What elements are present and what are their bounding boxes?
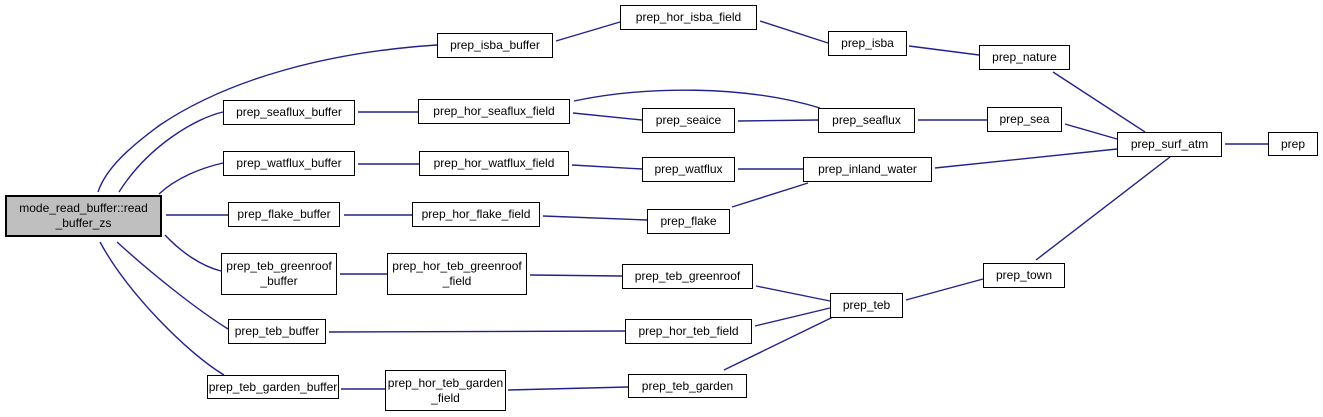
graph-node-prep_town[interactable]: prep_town (983, 263, 1065, 288)
graph-node-label: prep_teb_greenroof (226, 259, 332, 273)
graph-node-label: prep_teb_greenroof (634, 269, 741, 283)
graph-node-label: prep_hor_seaflux_field (433, 104, 555, 118)
graph-node-label: prep_teb_buffer (234, 324, 320, 338)
graph-node-label: prep_isba (841, 36, 894, 50)
graph-node-prep_hor_flake_field[interactable]: prep_hor_flake_field (412, 202, 540, 227)
edge-prep_hor_teb_field-to-prep_teb_buffer (328, 330, 626, 333)
graph-node-prep_watflux_buffer[interactable]: prep_watflux_buffer (223, 151, 355, 176)
graph-node-label: _buffer (260, 274, 298, 288)
graph-node-label: prep_hor_teb_greenroof (392, 259, 522, 273)
graph-node-prep_seaflux[interactable]: prep_seaflux (818, 108, 915, 133)
graph-node-prep_teb_buffer[interactable]: prep_teb_buffer (228, 319, 326, 344)
graph-node-prep_flake_buffer[interactable]: prep_flake_buffer (228, 202, 340, 227)
graph-node-prep_hor_teb_greenroof_field[interactable]: prep_hor_teb_greenroof_field (387, 253, 527, 295)
graph-node-label: prep_inland_water (818, 162, 917, 176)
graph-node-label: prep (1280, 136, 1306, 151)
graph-node-prep_isba[interactable]: prep_isba (828, 31, 907, 56)
graph-node-label: prep_hor_teb_field (638, 324, 739, 338)
graph-node-label: _field (431, 390, 460, 405)
edge-prep_flake-to-prep_hor_flake_field (542, 215, 648, 221)
graph-node-label: prep_flake (660, 214, 717, 228)
graph-node-label: prep_hor_isba_field (635, 10, 742, 24)
graph-node-label: prep_hor_watflux_field (433, 156, 555, 170)
graph-node-prep_seaflux_buffer[interactable]: prep_seaflux_buffer (223, 100, 355, 125)
edge-prep_teb-to-prep_hor_teb_field (754, 307, 831, 327)
graph-node-prep_sea[interactable]: prep_sea (987, 107, 1062, 132)
graph-node-prep_hor_teb_garden_field[interactable]: prep_hor_teb_garden_field (385, 370, 506, 411)
edge-prep_inland_water-to-prep_flake (731, 182, 809, 208)
edge-prep_isba-to-prep_hor_isba_field (759, 20, 829, 44)
graph-node-prep_hor_watflux_field[interactable]: prep_hor_watflux_field (419, 151, 569, 176)
edge-prep_teb_greenroof_buffer-to-read_buffer_zs (164, 234, 222, 272)
edge-prep_teb_garden_buffer-to-read_buffer_zs (99, 241, 225, 376)
edge-group (97, 20, 1268, 391)
graph-node-prep[interactable]: prep (1268, 132, 1318, 156)
graph-node-label: prep_isba_buffer (450, 38, 540, 52)
graph-node-label: prep_watflux (654, 162, 723, 176)
graph-node-prep_teb[interactable]: prep_teb (830, 293, 903, 318)
edge-prep_seaice-to-prep_hor_seaflux_field (572, 112, 643, 121)
graph-node-label: prep_hor_teb_garden (387, 375, 504, 390)
edge-prep_surf_atm-to-prep_inland_water (934, 148, 1118, 169)
graph-node-label: prep_teb (842, 298, 891, 312)
graph-node-label: prep_teb_garden (641, 378, 734, 393)
edge-prep_teb_buffer-to-read_buffer_zs (116, 241, 229, 330)
edge-prep_watflux_buffer-to-read_buffer_zs (158, 162, 224, 195)
edge-prep_surf_atm-to-prep_nature (1052, 71, 1146, 133)
edge-prep_teb_garden-to-prep_hor_teb_garden_field (507, 386, 629, 391)
graph-node-label: prep_teb_garden_buffer (208, 379, 338, 394)
graph-node-prep_watflux[interactable]: prep_watflux (642, 157, 735, 182)
edge-prep_teb_greenroof-to-prep_hor_teb_greenroof_field (529, 274, 623, 277)
edge-prep_isba_buffer-to-read_buffer_zs (97, 44, 438, 193)
graph-node-label: prep_seaice (655, 113, 722, 127)
graph-node-label: _field (442, 274, 472, 288)
edge-prep_seaflux-to-prep_hor_seaflux_field (573, 89, 821, 109)
graph-node-prep_flake[interactable]: prep_flake (647, 209, 730, 234)
graph-node-prep_hor_teb_field[interactable]: prep_hor_teb_field (625, 319, 752, 344)
graph-node-label: prep_seaflux (832, 113, 901, 127)
graph-node-label: prep_watflux_buffer (236, 156, 342, 170)
edge-prep_teb-to-prep_teb_garden (723, 316, 834, 371)
edge-prep_teb-to-prep_teb_greenroof (755, 285, 831, 302)
graph-node-prep_teb_greenroof[interactable]: prep_teb_greenroof (622, 264, 753, 289)
graph-node-read_buffer_zs: mode_read_buffer::read_buffer_zs (5, 195, 162, 237)
graph-node-prep_teb_greenroof_buffer[interactable]: prep_teb_greenroof_buffer (221, 253, 337, 295)
graph-node-label: _buffer_zs (55, 216, 112, 230)
edge-prep_seaflux_buffer-to-read_buffer_zs (118, 111, 224, 193)
edge-prep_surf_atm-to-prep_sea (1064, 123, 1118, 140)
graph-node-prep_isba_buffer[interactable]: prep_isba_buffer (437, 33, 553, 58)
graph-node-label: prep_flake_buffer (237, 207, 331, 221)
graph-node-prep_seaice[interactable]: prep_seaice (642, 108, 735, 133)
graph-node-label: prep_sea (999, 112, 1050, 126)
edge-prep_nature-to-prep_isba (908, 45, 980, 56)
graph-node-label: prep_hor_flake_field (421, 207, 531, 221)
graph-node-prep_teb_garden_buffer[interactable]: prep_teb_garden_buffer (207, 375, 339, 399)
edge-prep_town-to-prep_teb (905, 278, 984, 301)
graph-node-prep_surf_atm[interactable]: prep_surf_atm (1117, 132, 1222, 157)
graph-node-label: prep_seaflux_buffer (236, 105, 342, 119)
edge-prep_hor_isba_field-to-prep_isba_buffer (555, 21, 621, 42)
edge-prep_watflux-to-prep_hor_watflux_field (571, 164, 643, 170)
graph-node-label: prep_town (995, 268, 1053, 282)
graph-node-prep_hor_isba_field[interactable]: prep_hor_isba_field (620, 5, 757, 30)
graph-node-prep_nature[interactable]: prep_nature (979, 45, 1070, 70)
graph-node-prep_hor_seaflux_field[interactable]: prep_hor_seaflux_field (418, 99, 570, 124)
edge-prep_surf_atm-to-prep_town (1035, 156, 1171, 261)
graph-node-prep_teb_garden[interactable]: prep_teb_garden (628, 374, 747, 398)
edge-prep_seaflux-to-prep_seaice (737, 119, 819, 122)
graph-node-prep_inland_water[interactable]: prep_inland_water (803, 157, 932, 182)
graph-node-label: prep_surf_atm (1130, 137, 1209, 151)
graph-node-label: mode_read_buffer::read (19, 201, 148, 215)
graph-node-label: prep_nature (992, 50, 1057, 64)
